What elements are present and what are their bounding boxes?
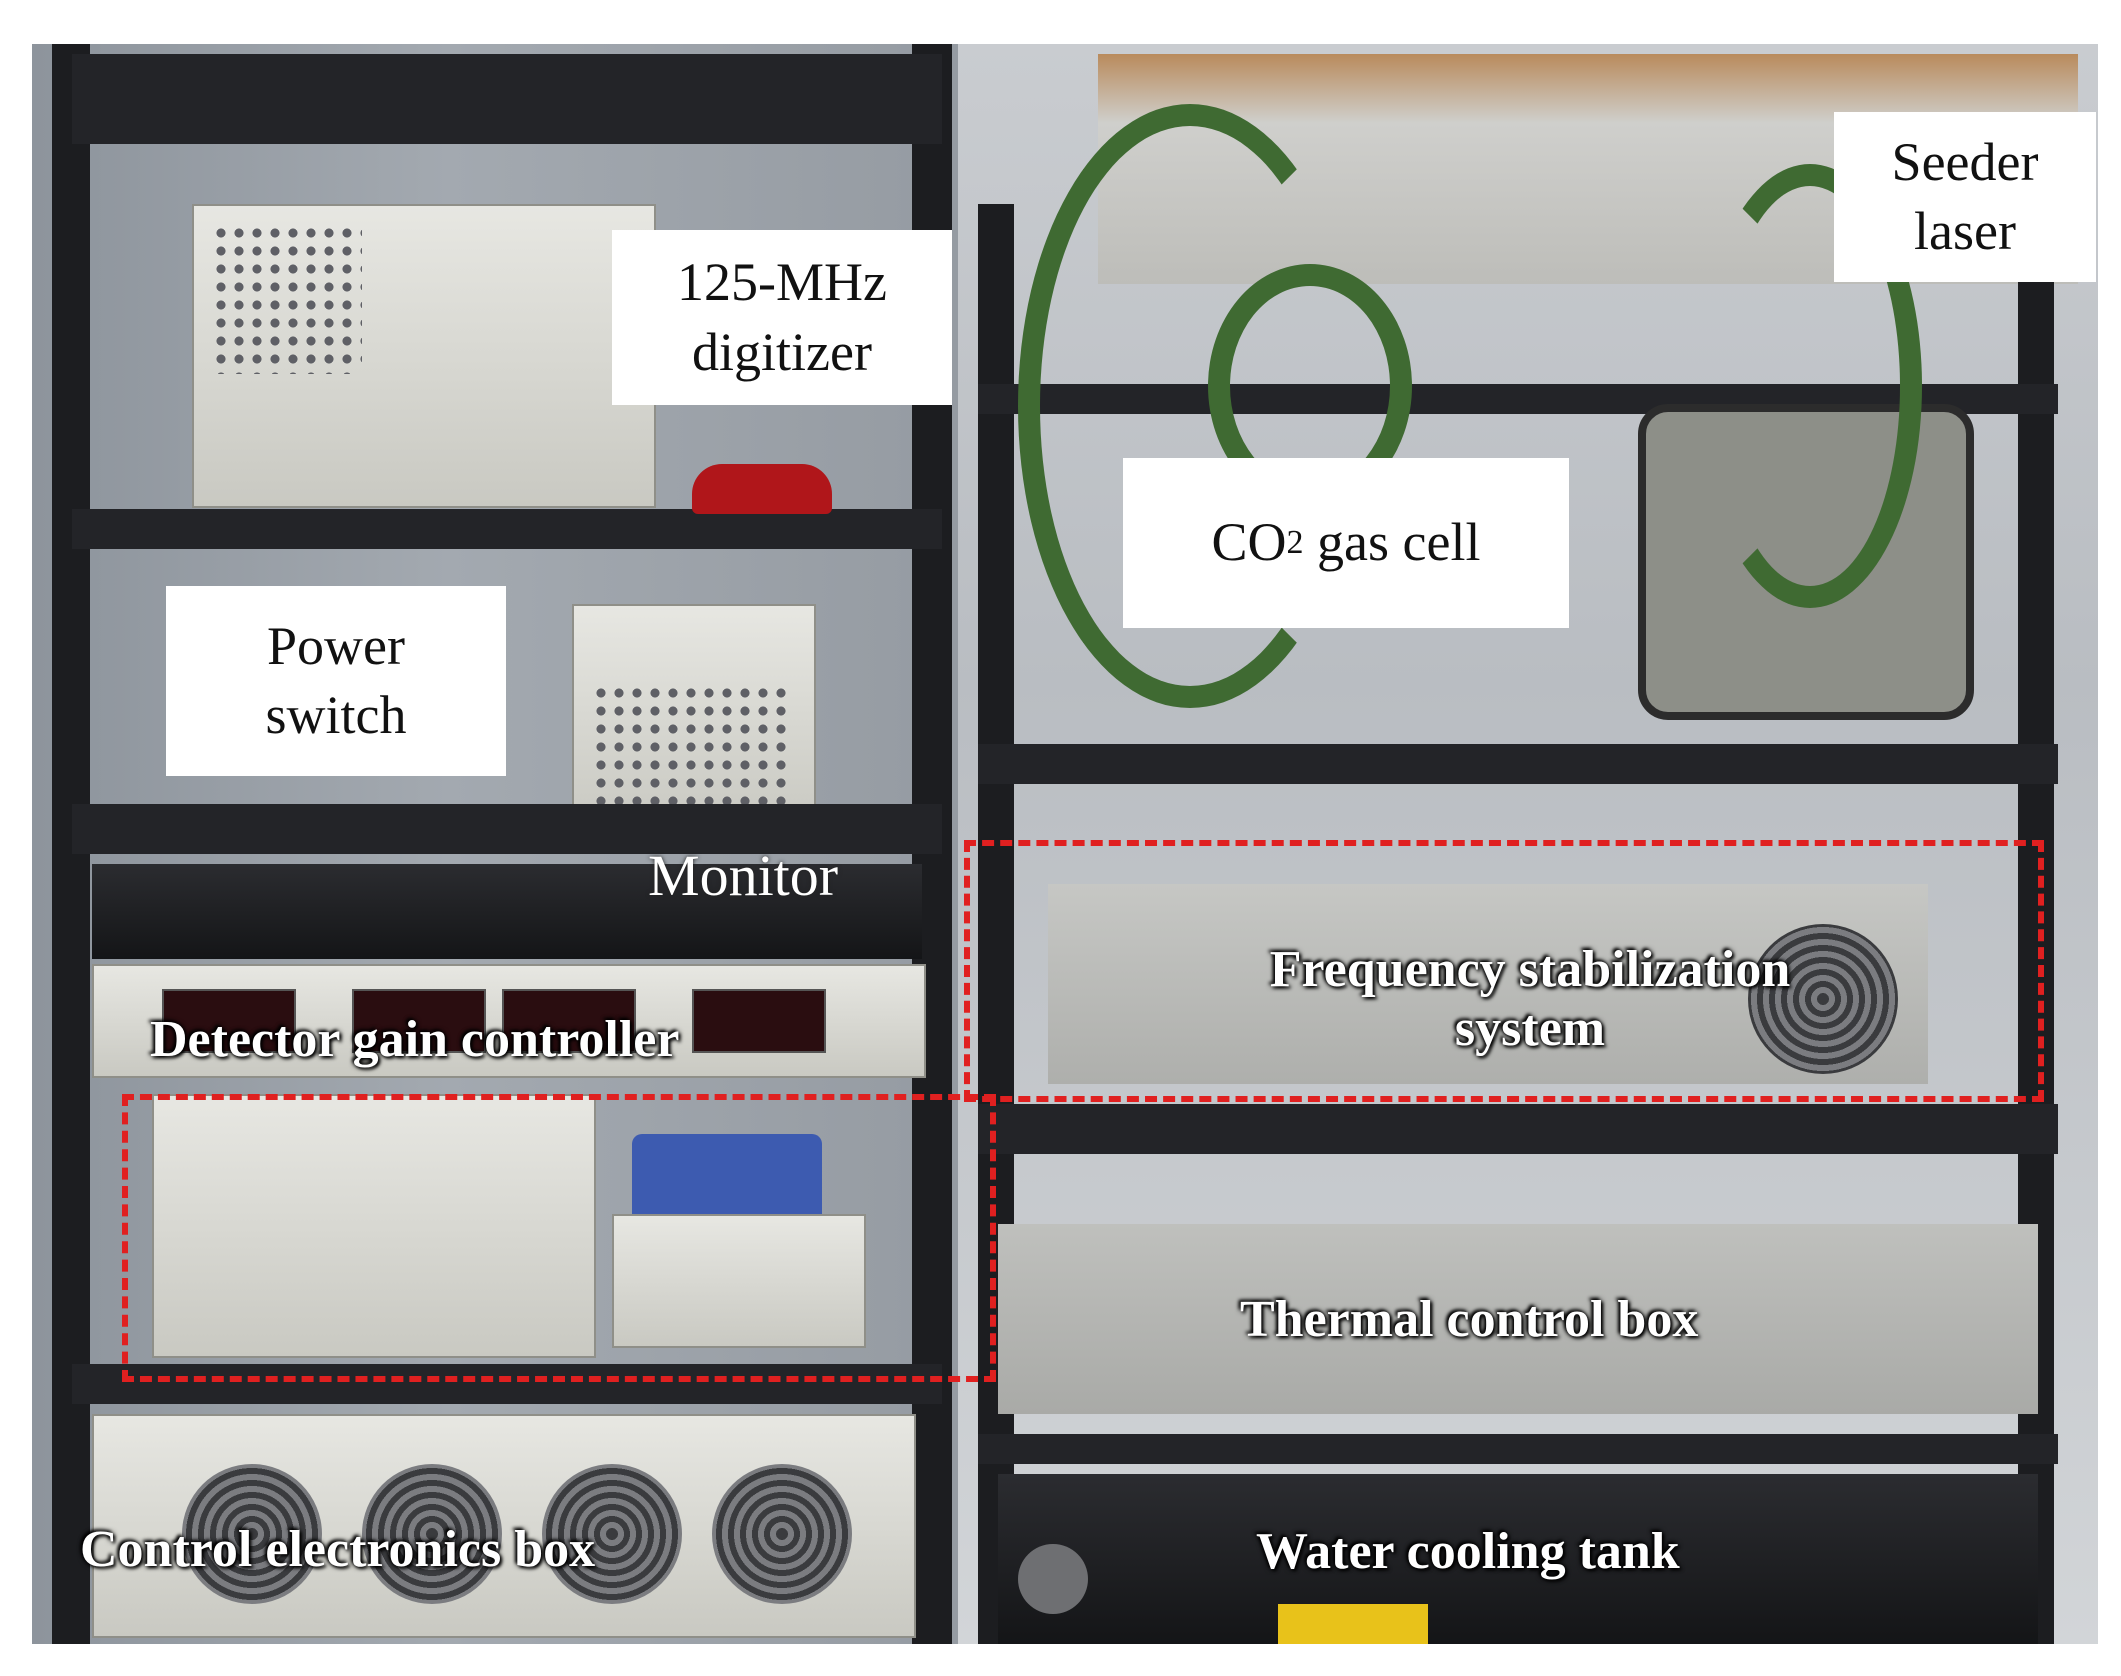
shelf-1 bbox=[72, 509, 942, 549]
fan-3 bbox=[542, 1464, 682, 1604]
fan-4 bbox=[712, 1464, 852, 1604]
rack-top bbox=[72, 54, 942, 144]
warning-sticker bbox=[1278, 1604, 1428, 1644]
label-control-electronics-box: Control electronics box bbox=[80, 1521, 596, 1578]
label-water-cooling-tank: Water cooling tank bbox=[1256, 1523, 1680, 1580]
gain-display-4 bbox=[692, 989, 826, 1053]
tank-knob bbox=[1018, 1544, 1088, 1614]
stabilization-fan bbox=[1748, 924, 1898, 1074]
small-instrument bbox=[612, 1214, 866, 1348]
label-digitizer: 125-MHz digitizer bbox=[612, 230, 952, 405]
chassis-vent bbox=[212, 224, 362, 374]
right-shelf-3 bbox=[978, 1104, 2058, 1154]
gas-cell-subscript: 2 bbox=[1286, 524, 1304, 562]
gas-cell-prefix: CO bbox=[1211, 512, 1287, 573]
label-frequency-stabilization: Frequency stabilization system bbox=[1269, 941, 1791, 1057]
gain-display-2 bbox=[352, 989, 486, 1053]
label-seeder-laser: Seeder laser bbox=[1834, 112, 2096, 282]
fan-1 bbox=[182, 1464, 322, 1604]
red-device bbox=[692, 464, 832, 514]
power-supply-vent bbox=[592, 684, 792, 814]
control-chassis bbox=[152, 1094, 596, 1358]
label-detector-gain-controller: Detector gain controller bbox=[150, 1011, 680, 1068]
water-cooling-tank-unit bbox=[998, 1474, 2038, 1644]
monitor-unit bbox=[92, 864, 922, 959]
highlight-box-control bbox=[122, 1094, 996, 1382]
gain-display-3 bbox=[502, 989, 636, 1053]
right-shelf-2 bbox=[978, 744, 2058, 784]
label-thermal-control-box: Thermal control box bbox=[1240, 1291, 1699, 1348]
thermal-control-box-panel bbox=[998, 1224, 2038, 1414]
shelf-2 bbox=[72, 804, 942, 854]
gas-cell-suffix: gas cell bbox=[1303, 512, 1481, 573]
right-shelf-4 bbox=[978, 1434, 2058, 1464]
label-monitor: Monitor bbox=[648, 843, 839, 908]
shelf-3 bbox=[72, 1364, 942, 1404]
label-power-switch: Power switch bbox=[166, 586, 506, 776]
gain-display-1 bbox=[162, 989, 296, 1053]
highlight-box-stabilization bbox=[964, 840, 2044, 1102]
fan-2 bbox=[362, 1464, 502, 1604]
